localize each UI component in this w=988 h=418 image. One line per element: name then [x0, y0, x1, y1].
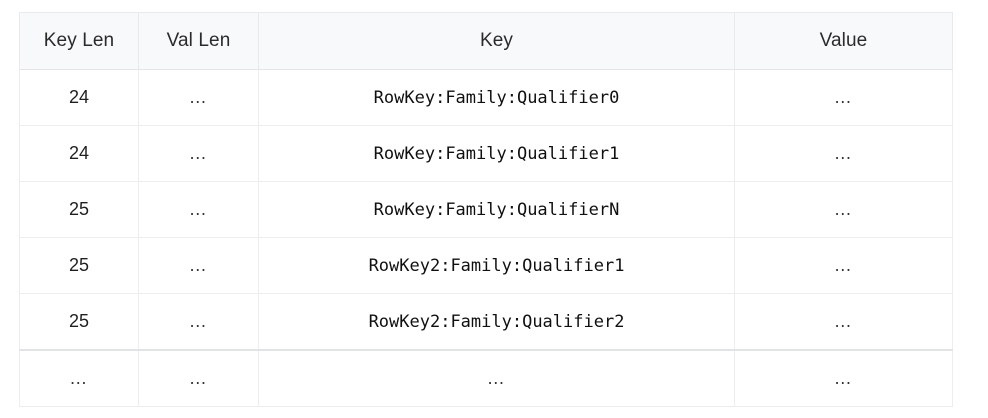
column-header-value: Value [734, 12, 953, 70]
table-row: 25 … RowKey2:Family:Qualifier2 … [19, 293, 953, 351]
keyvalue-table-container: Key Len Val Len Key Value 24 … RowKey:Fa… [19, 12, 953, 407]
cell-key: RowKey:Family:Qualifier0 [258, 69, 735, 126]
table-row: 24 … RowKey:Family:Qualifier0 … [19, 69, 953, 126]
column-header-val-len: Val Len [138, 12, 259, 70]
table-row: 24 … RowKey:Family:Qualifier1 … [19, 125, 953, 182]
cell-key: RowKey2:Family:Qualifier2 [258, 293, 735, 351]
table-body: 24 … RowKey:Family:Qualifier0 … 24 … Row… [19, 69, 953, 407]
cell-val-len: … [138, 349, 259, 407]
cell-val-len: … [138, 69, 259, 126]
cell-val-len: … [138, 181, 259, 238]
cell-key: RowKey:Family:Qualifier1 [258, 125, 735, 182]
table-row-continuation: … … … … [19, 349, 953, 407]
table-header-row: Key Len Val Len Key Value [19, 12, 953, 70]
keyvalue-table: Key Len Val Len Key Value 24 … RowKey:Fa… [19, 12, 953, 407]
cell-value: … [734, 69, 953, 126]
cell-val-len: … [138, 237, 259, 294]
cell-val-len: … [138, 293, 259, 351]
cell-key: RowKey:Family:QualifierN [258, 181, 735, 238]
column-header-key: Key [258, 12, 735, 70]
table-header: Key Len Val Len Key Value [19, 12, 953, 70]
cell-key-len: … [19, 349, 139, 407]
cell-value: … [734, 125, 953, 182]
table-row: 25 … RowKey2:Family:Qualifier1 … [19, 237, 953, 294]
column-header-key-len: Key Len [19, 12, 139, 70]
cell-key-len: 24 [19, 125, 139, 182]
cell-key-len: 24 [19, 69, 139, 126]
cell-value: … [734, 293, 953, 351]
cell-key: RowKey2:Family:Qualifier1 [258, 237, 735, 294]
table-row: 25 … RowKey:Family:QualifierN … [19, 181, 953, 238]
cell-value: … [734, 237, 953, 294]
cell-value: … [734, 181, 953, 238]
cell-value: … [734, 349, 953, 407]
cell-key-len: 25 [19, 293, 139, 351]
cell-key-len: 25 [19, 181, 139, 238]
cell-key: … [258, 349, 735, 407]
cell-key-len: 25 [19, 237, 139, 294]
cell-val-len: … [138, 125, 259, 182]
